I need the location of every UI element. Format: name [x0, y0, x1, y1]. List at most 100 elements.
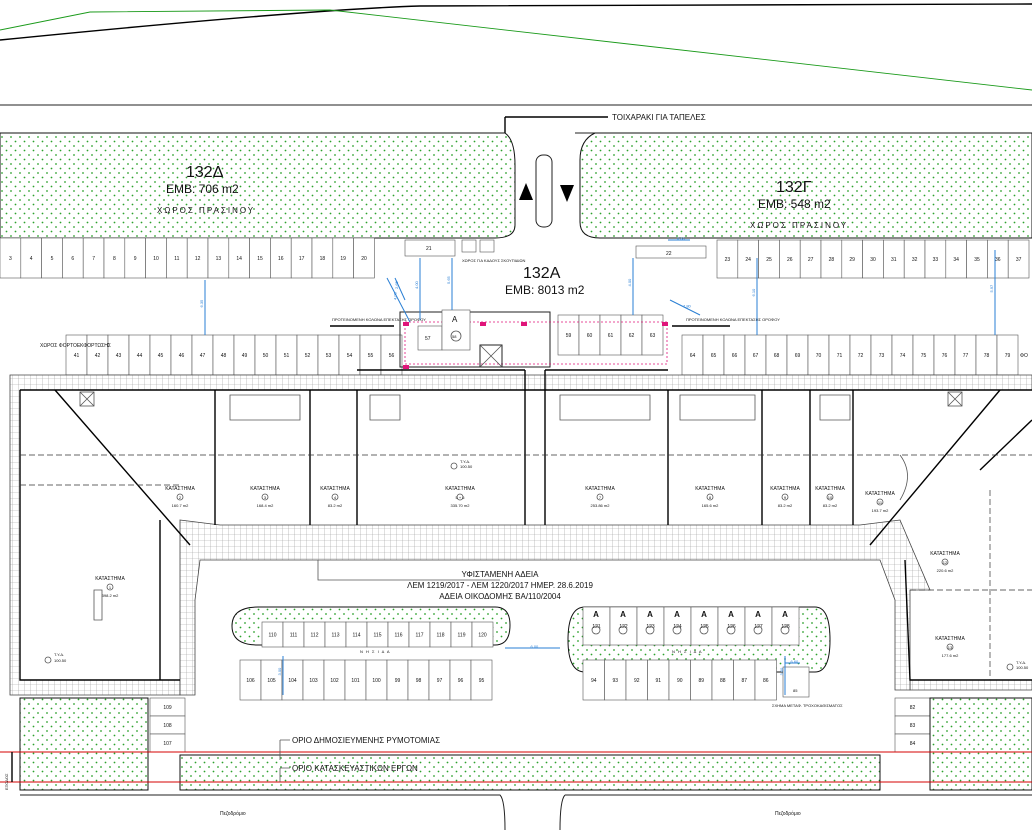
parking-space-number: 125: [700, 624, 709, 630]
parking-space-number: 3: [9, 256, 12, 262]
parking-space-number: 88: [720, 678, 726, 684]
parking-space-number: 124: [673, 624, 682, 630]
shop-number-circle: [106, 583, 114, 591]
bins-label: ΧΩΡΟΣ ΓΙΑ ΚΑΔΟΥΣ ΣΚΟΥΠΙΔΙΩΝ: [462, 258, 525, 263]
parking-space-number: 64: [690, 353, 696, 359]
green-strip-bottom-left: [19, 697, 149, 791]
disabled-mark: A: [674, 610, 680, 619]
wheelchair-icon: [591, 625, 601, 635]
parking-space-number: 98: [416, 678, 422, 684]
parking-space-21-group: 21 ΧΩΡΟΣ ΓΙΑ ΚΑΔΟΥΣ ΣΚΟΥΠΙΔΙΩΝ: [404, 239, 525, 263]
wheelchair-icon: [450, 330, 462, 342]
parking-space-number: 94: [591, 678, 597, 684]
loading-label: ΧΩΡΟΣ ΦΟΡΤΟΕΚΦΟΡΤΩΣΗΣ: [40, 343, 111, 349]
parking-space: [471, 621, 494, 648]
parking-space-number: 82: [910, 705, 916, 711]
exit-marker: ΕΞΟΔΟΣ: [4, 752, 13, 790]
parking-space-number: 78: [984, 353, 990, 359]
plot-132d-area: ΕΜΒ: 706 m2: [166, 182, 239, 196]
parking-space-number: 13: [216, 256, 222, 262]
shop-area: 83.2 m2: [823, 503, 838, 508]
shop-number: 12: [943, 560, 948, 565]
plot-132d-label: 132Δ: [186, 164, 224, 181]
parking-space-number: 43: [116, 353, 122, 359]
shop-number: 7: [599, 495, 602, 500]
dimension-value: 6.60: [791, 659, 800, 664]
parking-space-number: 59: [566, 333, 572, 339]
shop-number: 1: [109, 585, 112, 590]
parking-space-number: 96: [458, 678, 464, 684]
dimension-value: 3.00: [277, 667, 282, 676]
truck-turn-label: ΣΧΗΜΑ ΜΕΤΑΦ. ΤΡΟΧΟΚΑΘΙΣΜΑΤΟΣ: [772, 703, 843, 708]
limit-road-label: ΟΡΙΟ ΔΗΜΟΣΙΕΥΜΕΝΗΣ ΡΥΜΟΤΟΜΙΑΣ: [292, 736, 440, 745]
parking-space-number: 28: [829, 257, 835, 263]
dimension-value: 2.65: [394, 280, 399, 289]
limit-lines: ΟΡΙΟ ΔΗΜΟΣΙΕΥΜΕΝΗΣ ΡΥΜΟΤΟΜΙΑΣ ΟΡΙΟ ΚΑΤΑΣ…: [0, 736, 1032, 783]
parking-space-number: 66: [732, 353, 738, 359]
parking-space-number: 29: [849, 257, 855, 263]
parking-space-number: 50: [263, 353, 269, 359]
island-label-2: Ν Η Σ Ι Δ Α: [672, 649, 703, 654]
shop-area: 335.70 m2: [451, 503, 471, 508]
dimension-line: [394, 277, 406, 301]
disabled-mark: A: [647, 610, 653, 619]
shop-name: ΚΑΤΑΣΤΗΜΑ: [865, 491, 895, 497]
sidewalk-label-1: Πεζοδρόμιο: [220, 810, 246, 817]
parking-space-number: 119: [458, 633, 466, 639]
building-paving-right: [909, 679, 1032, 691]
shop-number: 8: [709, 495, 712, 500]
green-area-132d: [0, 132, 516, 239]
shop-name: ΚΑΤΑΣΤΗΜΑ: [815, 486, 845, 492]
parking-space-number: 51: [284, 353, 290, 359]
parking-space-number: 44: [137, 353, 143, 359]
parking-space-number: 14: [236, 256, 242, 262]
sign-wall-label: ΤΟΙΧΑΡΑΚΙ ΓΙΑ ΤΑΠΕΛΕΣ: [612, 113, 706, 122]
dimension-value: 7.80: [683, 304, 692, 309]
parking-space-number: 112: [311, 633, 319, 639]
parking-space-number: 15: [257, 256, 263, 262]
parking-space-21: 21: [426, 246, 432, 252]
parking-space-number: 109: [163, 705, 172, 711]
parking-space-number: 106: [246, 678, 255, 684]
parking-space-number: 99: [395, 678, 401, 684]
parking-space: [641, 314, 664, 356]
parking-space-number: 34: [953, 257, 959, 263]
parking-space-number: 110: [269, 633, 277, 639]
permit-line-1: ΥΦΙΣΤΑΜΕΝΗ ΑΔΕΙΑ: [462, 570, 540, 579]
dimension-value: 6.00: [531, 644, 540, 649]
parking-space-number: 54: [347, 353, 353, 359]
permit-note: ΥΦΙΣΤΑΜΕΝΗ ΑΔΕΙΑ ΛΕΜ 1219/2017 - ΛΕΜ 122…: [317, 560, 593, 601]
parking-space-number: 32: [912, 257, 918, 263]
green-strip-bottom-right: [929, 697, 1032, 791]
dimension-line: [669, 299, 701, 316]
parking-space-number: 4: [30, 256, 33, 262]
parking-space-number: 69: [795, 353, 801, 359]
dimension-value: 5.97: [989, 284, 994, 293]
tya-label-2: Τ.Υ.Δ.: [54, 652, 64, 657]
shop-number-circle: [946, 643, 954, 651]
parking-space-number: 83: [910, 723, 916, 729]
plot-132a-label: 132Α: [523, 265, 561, 282]
shop-number: 2: [179, 495, 182, 500]
shop-name: ΚΑΤΑΣΤΗΜΑ: [95, 576, 125, 582]
shop-number-circle: [706, 493, 714, 501]
parking-space-number: 104: [288, 678, 297, 684]
shop-name: ΚΑΤΑΣΤΗΜΑ: [165, 486, 195, 492]
parking-space-number: 92: [634, 678, 640, 684]
parking-space-number: 123: [646, 624, 655, 630]
parking-space-number: 46: [179, 353, 185, 359]
parking-space-number: 9: [134, 256, 137, 262]
front-arcade: [179, 519, 931, 696]
shop-name: ΚΑΤΑΣΤΗΜΑ: [585, 486, 615, 492]
parking-space: [470, 659, 493, 701]
parking-space-number: 77: [963, 353, 969, 359]
plot-132d-green: ΧΩΡΟΣ ΠΡΑΣΙΝΟΥ: [157, 206, 255, 215]
parking-space: [690, 606, 719, 646]
tya-markers: Τ.Υ.Δ. 100.50 Τ.Υ.Δ. 100.50 Τ.Υ.Δ. 100.5…: [44, 459, 1029, 671]
tya-value-1: 100.50: [460, 464, 473, 469]
